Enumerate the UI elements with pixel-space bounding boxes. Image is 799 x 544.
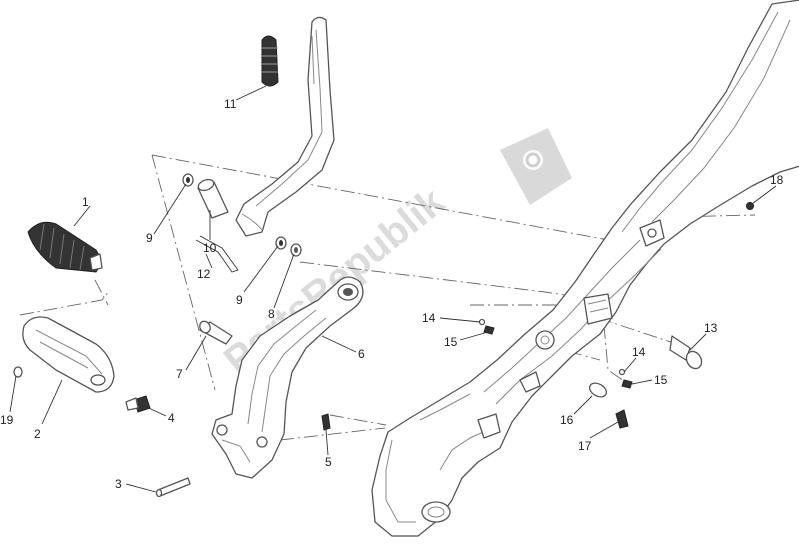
leader-lines [9,85,777,493]
callout-13: 13 [704,321,718,335]
callout-11: 11 [224,97,237,111]
return-spring [195,235,239,273]
callout-2: 2 [34,427,41,441]
circlip-lower [275,236,287,250]
callout-4: 4 [168,411,175,425]
callout-15b: 15 [654,373,668,387]
callout-9a: 9 [146,231,153,245]
footpeg-bracket [211,276,364,479]
circlip-upper [182,173,194,187]
callout-14a: 14 [422,311,436,325]
callout-5: 5 [325,455,332,469]
pedal-bush [197,178,229,219]
callout-19: 19 [0,413,14,427]
sensor-cap [588,382,608,398]
callout-1: 1 [82,195,89,209]
callout-14b: 14 [632,345,646,359]
callout-17: 17 [578,439,592,453]
pedal-rubber-pad [261,35,279,87]
callout-15a: 15 [444,335,458,349]
callout-3: 3 [115,477,122,491]
washer [290,243,302,257]
footpeg-nut [13,366,23,378]
brake-pedal [235,16,335,237]
footpeg-spring [125,395,151,413]
callout-7: 7 [176,367,183,381]
watermark-logo-icon [500,128,572,205]
callout-12: 12 [197,267,211,281]
footpeg [22,316,115,393]
callout-18: 18 [770,173,784,187]
frame-bolt [746,202,754,210]
footpeg-rubber [27,221,103,273]
callout-9b: 9 [236,293,243,307]
callout-10: 10 [203,241,217,255]
bracket-screw [321,413,331,431]
callout-16: 16 [560,413,574,427]
bracket-bolt [199,320,233,345]
footpeg-pin [155,477,191,498]
grub-screw-upper [478,318,495,335]
callout-labels: 1 2 3 4 5 6 7 8 9 9 10 11 12 13 14 14 15… [0,97,784,491]
callout-6: 6 [358,347,365,361]
callout-8: 8 [268,307,275,321]
rear-subframe [371,0,799,537]
pivot-pin [669,335,703,370]
cap-screw [615,409,629,429]
